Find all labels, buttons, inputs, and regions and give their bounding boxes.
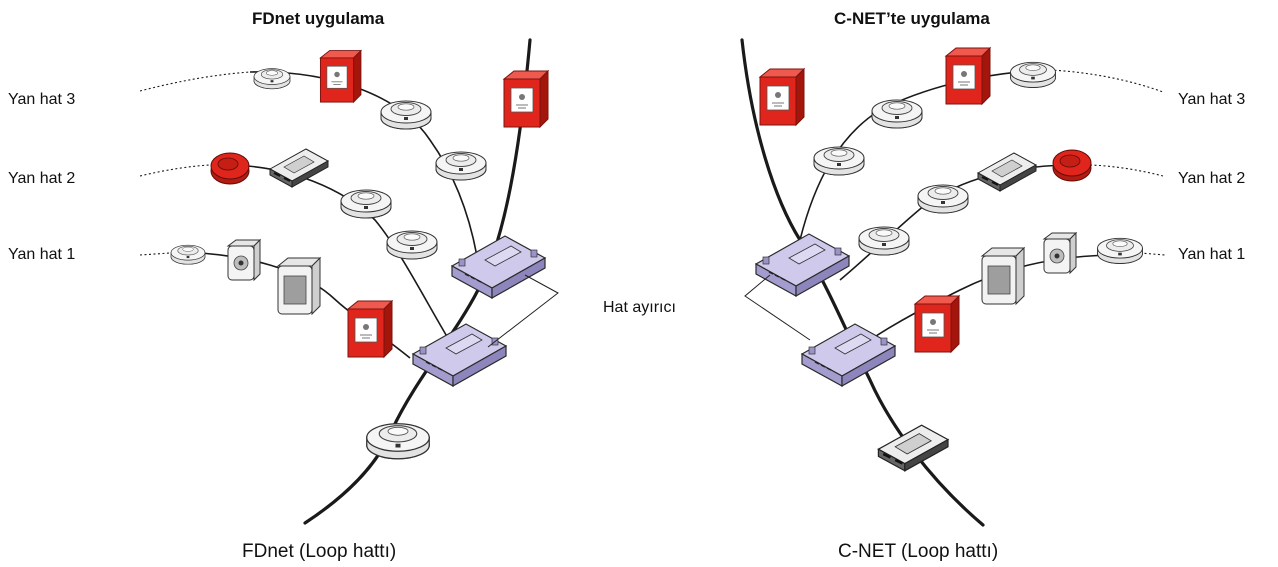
- io-module-icon: [977, 152, 1037, 192]
- cnet-title: C-NET’te uygulama: [834, 9, 990, 28]
- fdnet-stub-2-label: Yan hat 2: [8, 170, 76, 187]
- isolator-leader-right: [744, 274, 811, 341]
- manual-call-point-icon: [503, 70, 549, 128]
- io-module-icon: [269, 148, 329, 188]
- beacon-icon: [1043, 232, 1077, 274]
- manual-call-point-icon: [759, 68, 805, 126]
- smoke-detector-icon: [380, 100, 432, 130]
- smoke-detector-icon: [386, 230, 438, 260]
- line-isolator-icon: [412, 323, 507, 387]
- beacon-icon: [227, 239, 261, 281]
- isolator-leader-left: [487, 274, 559, 348]
- cnet-stub-3-label: Yan hat 3: [1178, 91, 1246, 108]
- smoke-detector-icon: [435, 151, 487, 181]
- cnet-stub-2-label: Yan hat 2: [1178, 170, 1246, 187]
- fdnet-branch-3-line: [249, 71, 479, 263]
- manual-call-point-icon: [347, 300, 393, 358]
- cnet-stub-1-label: Yan hat 1: [1178, 246, 1246, 263]
- cnet-branch-3-dots: [1049, 69, 1164, 93]
- fdnet-branch-1-dots: [139, 252, 171, 256]
- line-isolator-label: Hat ayırıcı: [603, 299, 676, 316]
- smoke-detector-icon: [813, 146, 865, 176]
- smoke-detector-icon: [917, 184, 969, 214]
- fdnet-title: FDnet uygulama: [252, 9, 385, 28]
- beacon-icon: [981, 247, 1025, 305]
- smoke-detector-icon: [1097, 237, 1143, 264]
- manual-call-point-icon: [914, 295, 960, 353]
- beacon-icon: [277, 257, 321, 315]
- smoke-detector-icon: [366, 423, 430, 460]
- manual-call-point-icon: [319, 50, 362, 103]
- cnet-branch-1-dots: [1139, 252, 1166, 256]
- fdnet-caption: FDnet (Loop hattı): [242, 541, 397, 562]
- cnet-caption: C-NET (Loop hattı): [838, 541, 999, 562]
- cnet-branch-2-dots: [1089, 164, 1164, 177]
- sounder-icon: [1052, 149, 1092, 182]
- manual-call-point-icon: [945, 47, 991, 105]
- smoke-detector-icon: [1010, 61, 1056, 88]
- fdnet-diagram: [139, 38, 549, 525]
- cnet-diagram: [740, 38, 1166, 527]
- fdnet-stub-1-label: Yan hat 1: [8, 246, 76, 263]
- line-isolator-icon: [755, 233, 850, 297]
- smoke-detector-icon: [253, 68, 291, 90]
- io-module-icon: [877, 423, 950, 472]
- smoke-detector-icon: [340, 189, 392, 219]
- fdnet-branch-3-dots: [139, 71, 251, 92]
- smoke-detector-icon: [170, 244, 206, 265]
- sounder-icon: [210, 152, 250, 185]
- smoke-detector-icon: [871, 99, 923, 129]
- fdnet-stub-3-label: Yan hat 3: [8, 91, 76, 108]
- smoke-detector-icon: [858, 226, 910, 256]
- line-isolator-icon: [451, 235, 546, 299]
- fdnet-branch-2-dots: [139, 164, 211, 177]
